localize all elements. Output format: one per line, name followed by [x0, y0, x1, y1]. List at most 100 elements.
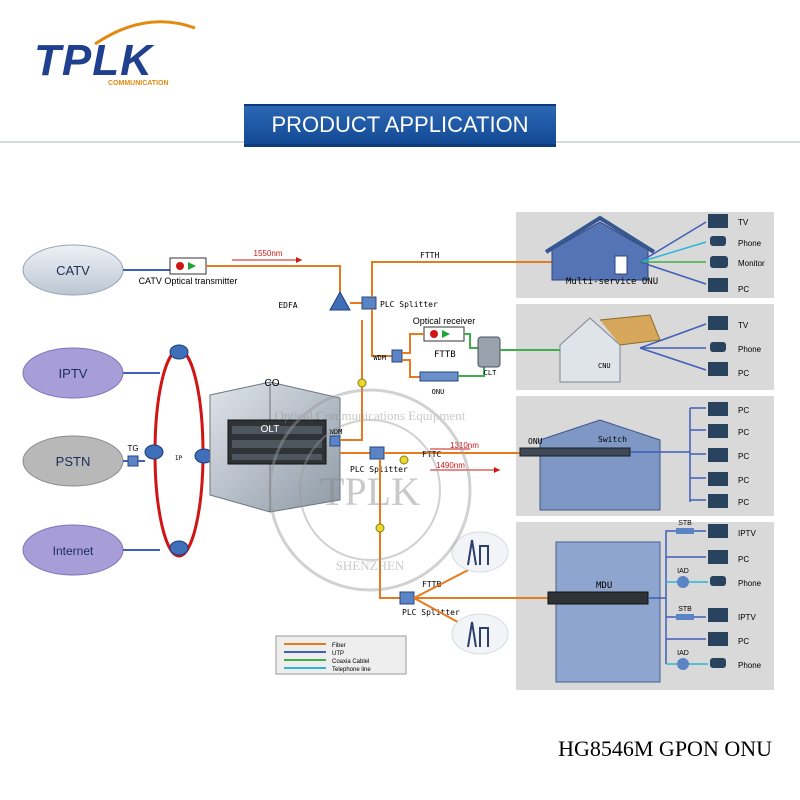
device-iptv-1: [708, 524, 728, 538]
catv-transmitter: CATV Optical transmitter: [139, 257, 237, 286]
panel4-label-pc-2: PC: [738, 637, 749, 646]
product-caption: HG8546M GPON ONU: [558, 736, 772, 761]
cloud-label-iptv: IPTV: [59, 366, 88, 381]
panel3-label-pc-1: PC: [738, 406, 749, 415]
panel4-label-iptv-1: IPTV: [738, 529, 756, 538]
fiber-to-onu: [402, 359, 420, 378]
house-multi-service: [544, 215, 656, 281]
device-pc-1: PC: [708, 278, 749, 294]
watermark-bottom: SHENZHEN: [336, 558, 405, 573]
panel4-label-phone-1: Phone: [738, 579, 762, 588]
label-wdm1: WDM: [373, 354, 386, 362]
fiber-connector-3-icon: [375, 523, 385, 533]
cloud-iptv: IPTV: [22, 347, 124, 399]
panel4-label-pc-1: PC: [738, 555, 749, 564]
label-mdu: MDU: [596, 581, 612, 591]
panel4-group2: STB IPTV PC IAD Phone: [676, 606, 762, 670]
panel2-devices: TV Phone PC: [708, 316, 762, 378]
label-plc3: PLC Splitter: [402, 608, 460, 617]
label-switch: Switch: [598, 435, 627, 444]
label-plc2: PLC Splitter: [350, 465, 408, 474]
fiber-mdu: [379, 459, 400, 599]
legend-label-phone: Telephone line: [332, 667, 371, 673]
stb-1-icon: [676, 528, 694, 534]
label-fttb2: FTTB: [422, 580, 441, 589]
panel4-label-iptv-2: IPTV: [738, 613, 756, 622]
device-phone-4b: [710, 658, 726, 668]
onu-small-icon: [419, 371, 459, 382]
ring-routers: [144, 344, 214, 556]
device-pc-3c: PC: [708, 448, 749, 462]
watermark-top: Optical Communications Equipment: [275, 408, 466, 423]
label-1490: 1490nm: [436, 461, 465, 470]
coax-onu-clt: [458, 366, 485, 377]
edfa-amplifier-icon: [329, 290, 351, 311]
label-fttc: FTTC: [422, 450, 441, 459]
fiber-ftth: [371, 261, 560, 297]
panel2-label-tv: TV: [738, 321, 749, 330]
plc-splitter-1-icon: [361, 296, 377, 310]
logo-swoosh-icon: [94, 20, 196, 46]
panel3-links: [630, 407, 706, 502]
plc-splitter-3-icon: [399, 591, 415, 605]
label-tg: TG: [127, 444, 138, 453]
header-title: PRODUCT APPLICATION: [271, 112, 529, 137]
panel1-links: [639, 221, 707, 285]
label-wdm2: WDM: [330, 428, 343, 436]
label-ip: IP: [175, 455, 183, 462]
device-pc-3d: PC: [708, 472, 749, 486]
iad-1-icon: [677, 576, 689, 588]
panel4-stb-1: STB: [678, 520, 692, 527]
router-left-icon: [144, 444, 164, 460]
city-badge-2: [451, 613, 509, 655]
arrow-1550-head-icon: [296, 257, 302, 263]
panel4-label-phone-2: Phone: [738, 661, 762, 670]
city-badge-1: [451, 531, 509, 573]
legend-label-coax: Coaxia Cablel: [332, 659, 369, 665]
panel3-label-pc-5: PC: [738, 498, 749, 507]
watermark-seal: TPLK Optical Communications Equipment SH…: [268, 388, 472, 592]
legend: Fiber UTP Coaxia Cablel Telephone line: [275, 635, 407, 675]
device-tv-2: TV: [708, 316, 749, 330]
device-pc-3b: PC: [708, 424, 749, 438]
panel3-label-pc-3: PC: [738, 452, 749, 461]
panel4-iad-2: IAD: [677, 650, 689, 657]
device-monitor-1: Monitor: [710, 256, 765, 268]
panel2-label-pc: PC: [738, 369, 749, 378]
label-ftth: FTTH: [420, 251, 439, 260]
panel3-devices: PC PC PC PC PC: [708, 402, 749, 508]
fiber-fttb: [371, 309, 392, 357]
device-pc-3e: PC: [708, 494, 749, 508]
device-phone-1: Phone: [710, 236, 762, 248]
label-olt: OLT: [261, 424, 280, 435]
label-plc1: PLC Splitter: [380, 300, 438, 309]
panel4-group1: STB IPTV PC IAD Phone: [676, 520, 762, 588]
stb-2-icon: [676, 614, 694, 620]
label-multi-onu: Multi-service ONU: [566, 277, 658, 287]
device-tv-1: TV: [708, 214, 749, 228]
cloud-label-catv: CATV: [56, 263, 90, 278]
fiber-connector-2-icon: [399, 455, 409, 465]
label-edfa: EDFA: [278, 301, 297, 310]
cloud-pstn: PSTN: [22, 435, 124, 487]
wdm-2-icon: [329, 435, 341, 447]
panel4-stb-2: STB: [678, 606, 692, 613]
legend-label-utp: UTP: [332, 651, 344, 657]
panel2-label-phone: Phone: [738, 345, 762, 354]
brand-logo: TPLK COMMUNICATION: [30, 18, 196, 88]
brand-name: TPLK: [34, 36, 153, 85]
header-banner: PRODUCT APPLICATION: [244, 104, 556, 147]
watermark-center: TPLK: [320, 469, 420, 514]
cloud-internet: Internet: [22, 524, 124, 576]
panel1-label-monitor: Monitor: [738, 259, 765, 268]
label-co: CO: [265, 378, 280, 389]
fiber-wdm-edfa: [340, 320, 363, 441]
label-1310: 1310nm: [450, 441, 479, 450]
label-clt: CLT: [484, 369, 497, 377]
panel1-devices: TV Phone Monitor PC: [708, 214, 765, 294]
co-building: [209, 381, 341, 513]
label-onu2: ONU: [528, 437, 543, 446]
source-links: [123, 269, 170, 551]
iad-2-icon: [677, 658, 689, 670]
panel1-label-pc: PC: [738, 285, 749, 294]
